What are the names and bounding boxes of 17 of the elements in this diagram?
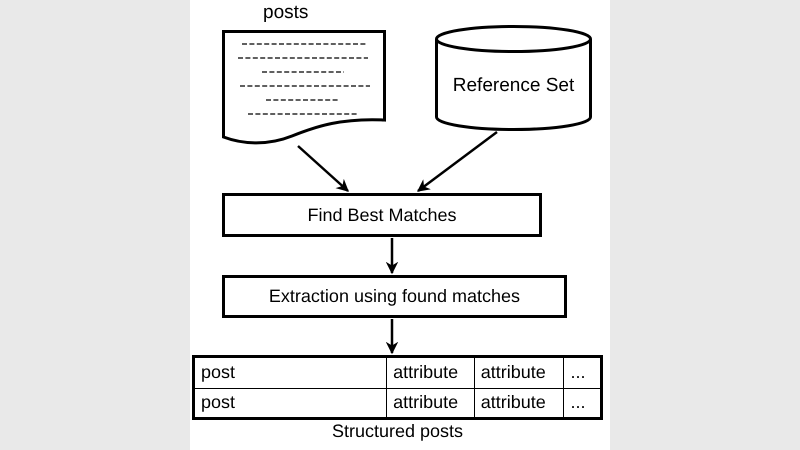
arrow [386, 319, 398, 354]
table-cell: attribute [386, 388, 474, 417]
arrow [417, 131, 498, 192]
process-box: Find Best Matches [222, 193, 542, 237]
document-title: posts [263, 1, 308, 25]
process-box: Extraction using found matches [222, 275, 567, 318]
node-label: Reference Set [452, 74, 574, 98]
table-cell-text: post [200, 361, 236, 384]
table-cell: attribute [474, 388, 564, 417]
table-cell: ... [563, 358, 600, 388]
table-caption: Structured posts [332, 420, 464, 442]
table-cell: attribute [474, 358, 564, 388]
table-cell: attribute [386, 358, 474, 388]
arrow [297, 145, 349, 192]
arrow [386, 238, 398, 274]
table-cell: ... [563, 388, 600, 417]
table-cell-text: post [200, 391, 236, 414]
